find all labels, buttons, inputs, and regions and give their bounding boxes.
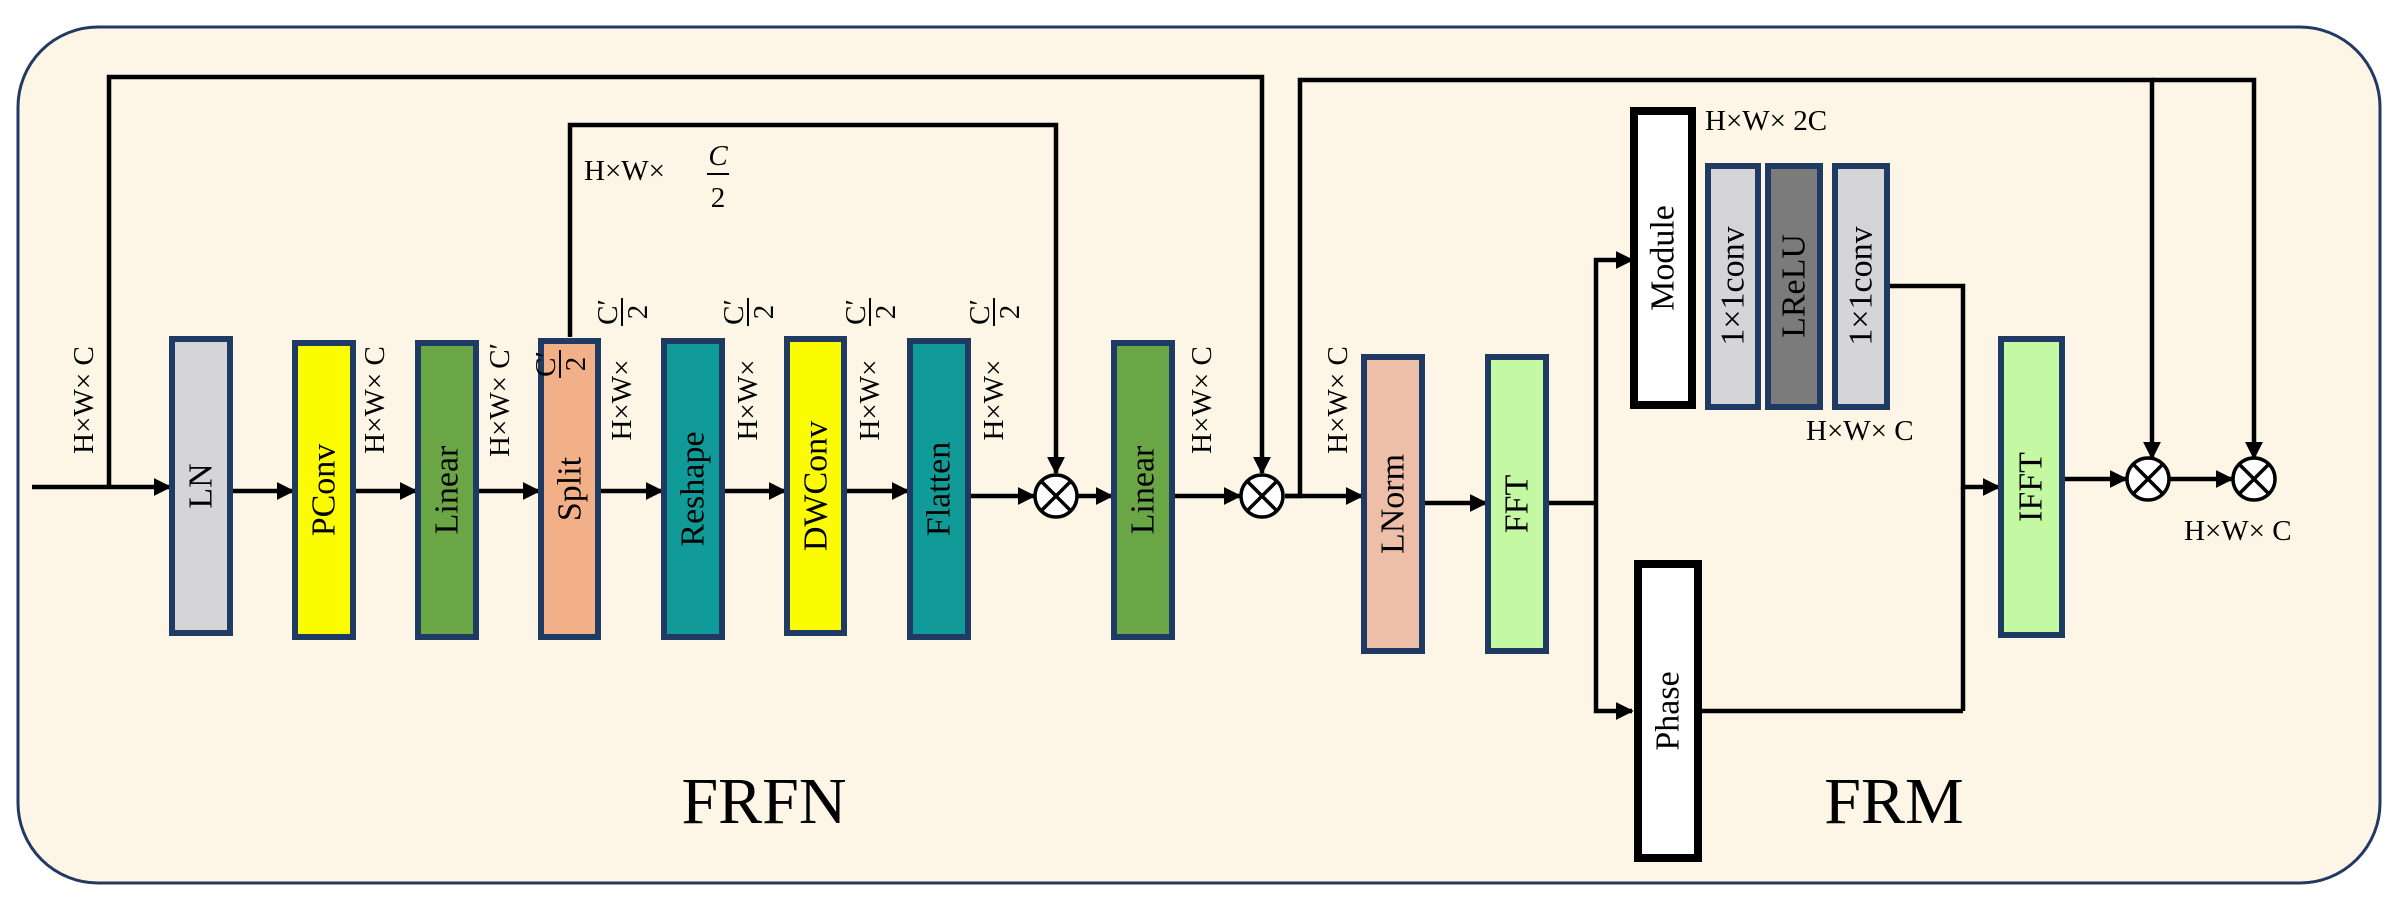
block-phase: Phase (1634, 560, 1702, 862)
dim-split-branch-den: 2 (711, 182, 726, 214)
dim-split-branch-group: H×W× C 2 (584, 140, 729, 214)
block-reshape-label: Reshape (675, 431, 712, 546)
dim-after-flatten-group: H×W× C′ 2 (964, 298, 1026, 441)
dim-after-ln: H×W× C (359, 346, 391, 454)
dim-after-flatten-den: 2 (994, 305, 1026, 320)
block-conv-2: 1×1conv (1832, 163, 1890, 410)
block-reshape: Reshape (661, 338, 725, 640)
block-flatten: Flatten (907, 338, 971, 640)
dim-after-dwconv-group: H×W× C′ 2 (840, 298, 902, 441)
dim-after-flatten-num: C′ (964, 299, 996, 325)
block-ifft: IFFT (1998, 336, 2065, 638)
dim-after-reshape-num: C′ (718, 299, 750, 325)
block-dwconv-label: DWConv (798, 421, 835, 551)
dim-split-output-num: C′ (530, 351, 562, 377)
dim-after-pconv: H×W× C′ (484, 343, 516, 457)
multiply-node-2 (1239, 473, 1285, 519)
block-conv-1: 1×1conv (1705, 163, 1761, 410)
block-ifft-label: IFFT (2013, 452, 2050, 522)
section-title-frm: FRM (1824, 765, 1963, 838)
block-phase-label: Phase (1650, 671, 1687, 750)
block-ln: LN (169, 336, 233, 636)
dim-after-split: H×W× (606, 359, 638, 440)
block-split-label: Split (552, 456, 589, 521)
block-dwconv: DWConv (784, 336, 847, 636)
dim-input: H×W× C (68, 346, 100, 454)
block-linear-1-label: Linear (429, 445, 466, 534)
block-flatten-label: Flatten (921, 442, 958, 536)
dim-after-split-num: C′ (592, 299, 624, 325)
block-linear-2-label: Linear (1125, 445, 1162, 534)
dim-lnorm-input: H×W× C (1322, 346, 1354, 454)
dim-after-flatten: H×W× (978, 359, 1010, 440)
dim-after-split-den: 2 (622, 305, 654, 320)
dim-after-reshape-den: 2 (748, 305, 780, 320)
multiply-node-1 (1033, 473, 1079, 519)
dim-after-reshape-group: H×W× C′ 2 (718, 298, 780, 441)
dim-split-branch-num: C (708, 140, 728, 172)
block-module: Module (1630, 107, 1696, 409)
multiply-node-3 (2125, 456, 2171, 502)
dim-split-output-group: C′ 2 (530, 350, 592, 378)
connections (32, 74, 2263, 720)
block-pconv: PConv (292, 340, 356, 640)
block-pconv-label: PConv (306, 444, 343, 537)
dim-after-reshape: H×W× (732, 359, 764, 440)
multiply-node-4 (2231, 456, 2277, 502)
dim-module-output: H×W× 2C (1705, 105, 1827, 137)
dim-after-linear2: H×W× C (1186, 346, 1218, 454)
block-module-label: Module (1645, 205, 1682, 311)
block-conv-2-label: 1×1conv (1843, 226, 1880, 345)
block-lnorm: LNorm (1361, 354, 1425, 654)
dim-split-output-den: 2 (560, 357, 592, 372)
block-ln-label: LN (183, 463, 220, 508)
block-lnorm-label: LNorm (1375, 454, 1412, 554)
dim-split-branch: H×W× (584, 155, 665, 187)
block-fft-label: FFT (1499, 474, 1536, 533)
block-split: Split (538, 338, 601, 640)
dim-output: H×W× C (2184, 515, 2292, 547)
dim-after-split-group: H×W× C′ 2 (592, 298, 654, 441)
block-linear-1: Linear (415, 340, 479, 640)
dim-after-dwconv-num: C′ (840, 299, 872, 325)
block-conv-1-label: 1×1conv (1715, 226, 1752, 345)
block-lrelu: LReLU (1765, 163, 1823, 410)
block-fft: FFT (1485, 354, 1549, 654)
block-linear-2: Linear (1111, 340, 1175, 640)
dim-after-dwconv: H×W× (854, 359, 886, 440)
dim-conv-output: H×W× C (1806, 415, 1914, 447)
section-title-frfn: FRFN (681, 765, 846, 838)
block-lrelu-label: LReLU (1776, 234, 1813, 338)
dim-after-dwconv-den: 2 (870, 305, 902, 320)
